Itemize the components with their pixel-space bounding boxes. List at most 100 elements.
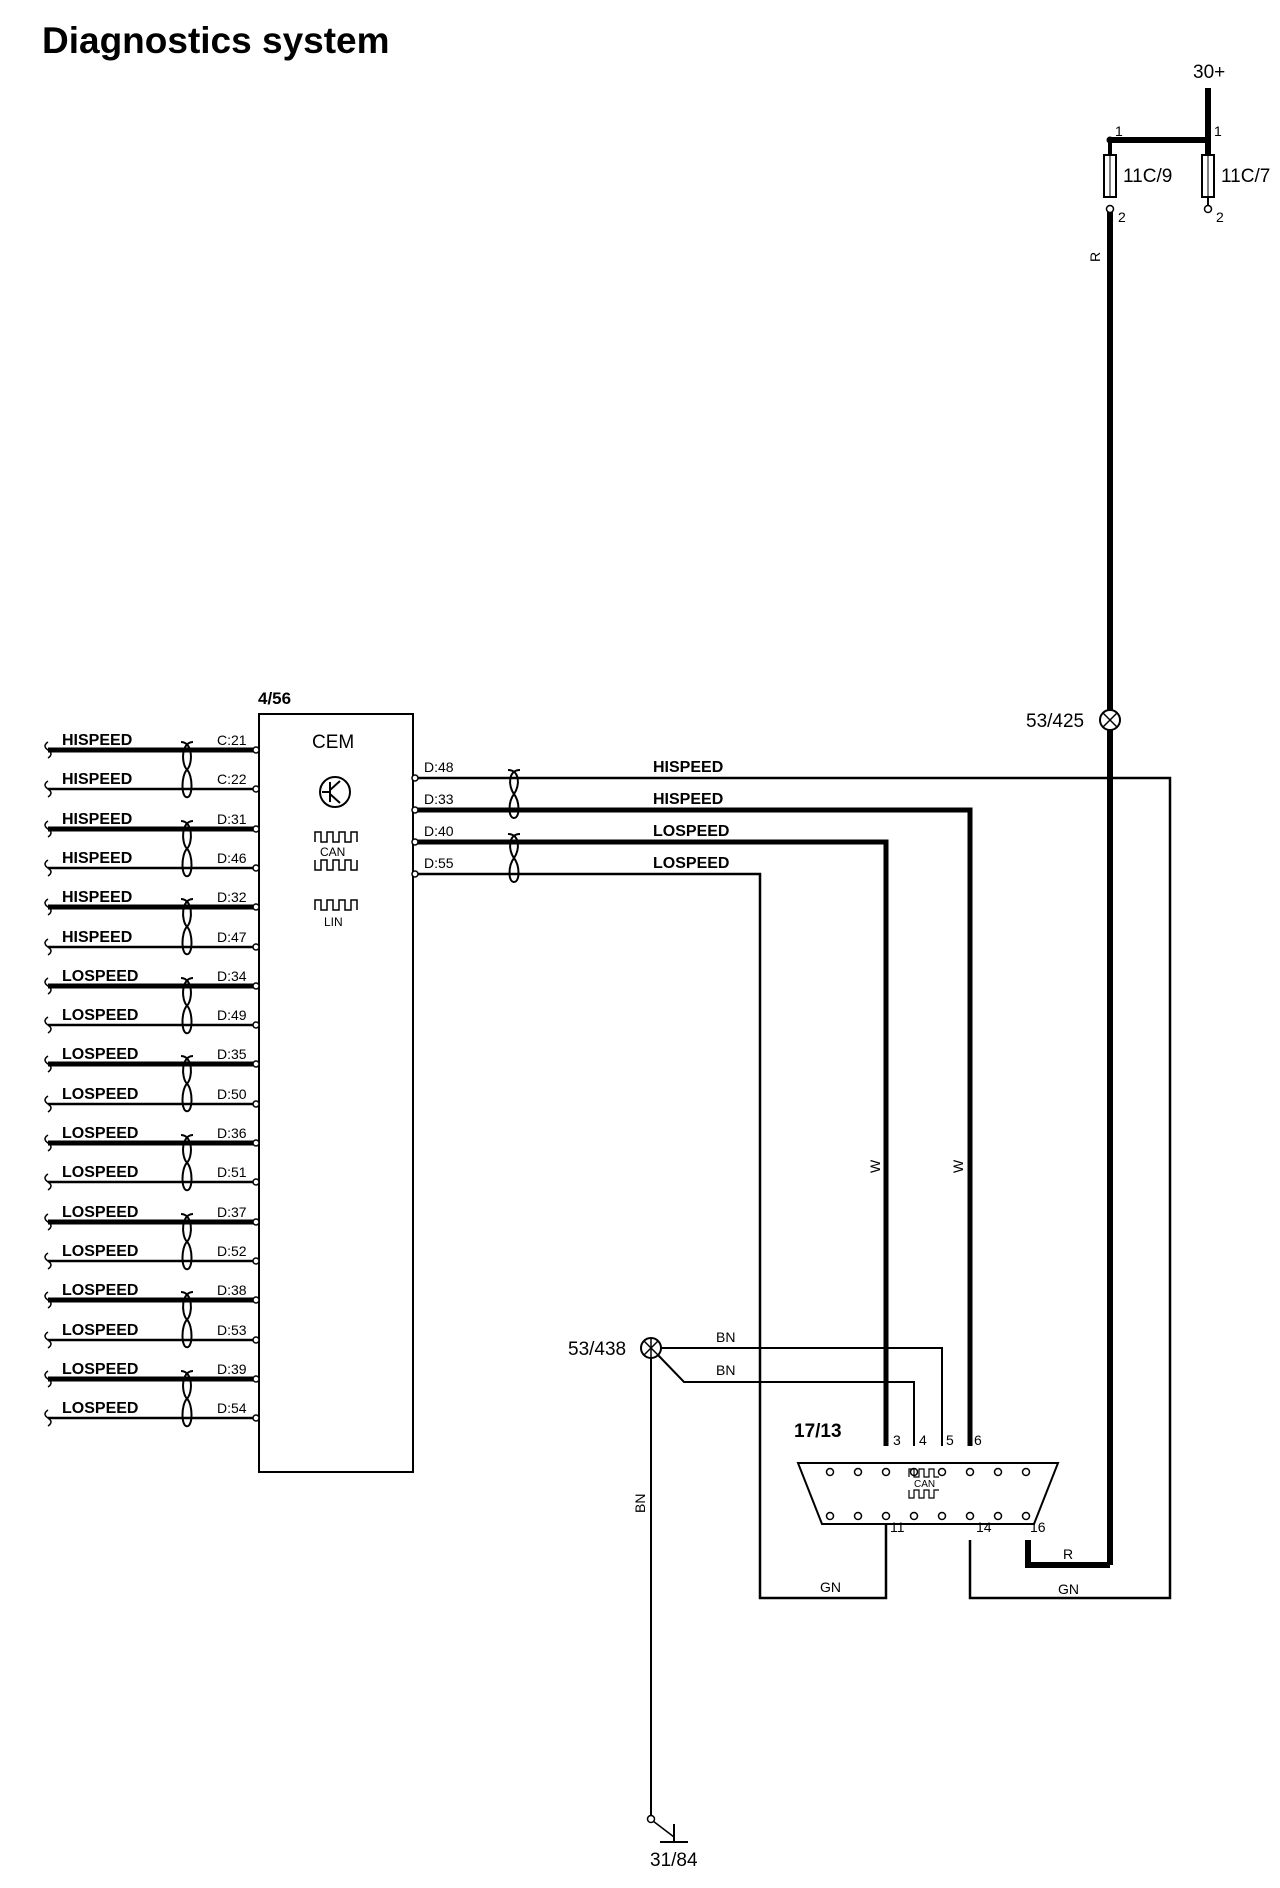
wire-color-bn: BN — [632, 1494, 648, 1513]
bus-label: LOSPEED — [653, 823, 729, 840]
bus-label: HISPEED — [653, 791, 723, 808]
bus-label: LOSPEED — [62, 1125, 138, 1142]
connector-pin — [937, 1467, 947, 1477]
cem-pin-label: D:52 — [217, 1243, 247, 1259]
connector-pin — [965, 1467, 975, 1477]
twisted-pair-symbol — [180, 1213, 194, 1271]
connector-pin — [825, 1511, 835, 1521]
cem-pin-terminal — [252, 1375, 260, 1383]
twisted-pair-symbol — [180, 820, 194, 878]
cem-pin-label: D:38 — [217, 1282, 247, 1298]
cem-pin-terminal — [252, 746, 260, 754]
splice-label: 53/438 — [568, 1339, 626, 1360]
cem-pin-label: D:55 — [424, 855, 454, 871]
connector-pin — [965, 1511, 975, 1521]
connector-pin-number: 6 — [974, 1432, 982, 1448]
hispeed-wire-d33 — [418, 807, 973, 1446]
fuse-pin-bottom: 2 — [1118, 209, 1126, 225]
cem-right-connection: D:55 LOSPEED — [411, 855, 888, 1600]
wire-color-gn: GN — [1058, 1581, 1079, 1597]
twisted-pair-symbol — [507, 769, 521, 819]
bus-label: HISPEED — [62, 732, 132, 749]
cem-right-connection: D:48 HISPEED — [411, 759, 1172, 1600]
splice-cross — [1102, 712, 1118, 728]
cem-right-connection: D:33 HISPEED — [411, 791, 973, 1446]
cem-pin-label: D:36 — [217, 1125, 247, 1141]
connector-pin-number: 3 — [893, 1432, 901, 1448]
connector-pin — [881, 1467, 891, 1477]
cem-lin-label: LIN — [324, 915, 343, 929]
cem-pin-terminal — [252, 1218, 260, 1226]
lin-signal-icon: LIN — [314, 899, 358, 929]
twisted-pair-symbol — [180, 741, 194, 799]
bus-label: HISPEED — [62, 850, 132, 867]
cem-name: CEM — [312, 732, 354, 753]
can-signal-icon: CAN — [314, 831, 358, 871]
bus-label: HISPEED — [62, 771, 132, 788]
cem-pin-terminal — [252, 1021, 260, 1029]
cem-pin-terminal — [252, 903, 260, 911]
bus-label: HISPEED — [62, 889, 132, 906]
splice-53-425: 53/425 — [1026, 709, 1121, 732]
cem-ref: 4/56 — [258, 689, 291, 708]
splice-53-438: 53/438 BN BN BN — [568, 1329, 943, 1815]
bus-label: LOSPEED — [62, 1046, 138, 1063]
cem-pin-label: D:33 — [424, 791, 454, 807]
cem-pin-label: D:54 — [217, 1400, 247, 1416]
cem-pin-terminal — [252, 1336, 260, 1344]
connector-ref: 17/13 — [794, 1421, 842, 1442]
fuse-11c9: 1 2 11C/9 — [1103, 123, 1172, 225]
fuse-label: 11C/9 — [1123, 166, 1172, 187]
fuse-11c7: 1 2 11C/7 — [1201, 123, 1270, 225]
bus-label: LOSPEED — [62, 968, 138, 985]
cem-pin-terminal — [252, 825, 260, 833]
red-wire-color: R — [1087, 252, 1103, 262]
twisted-pair-symbol — [180, 898, 194, 956]
cem-right-connections: D:48 HISPEED D:33 HISPEED D:40 LOSPEED D… — [411, 759, 1172, 1600]
power-supply: 30+ 1 2 11C/9 1 2 11C/7 R R — [1025, 62, 1270, 1568]
cem-pin-label: D:50 — [217, 1086, 247, 1102]
cem-pin-terminal — [252, 1060, 260, 1068]
ground-31-84: 31/84 — [646, 1814, 698, 1871]
cem-pin-terminal — [252, 1139, 260, 1147]
connector-pin — [909, 1511, 919, 1521]
cem-pin-label: D:37 — [217, 1204, 247, 1220]
cem-pin-terminal — [252, 943, 260, 951]
twisted-pair-symbol — [507, 833, 521, 883]
connector-pin — [1021, 1511, 1031, 1521]
cem-pin-terminal — [252, 1257, 260, 1265]
cem-pin-label: D:39 — [217, 1361, 247, 1377]
cem-pin-label: D:40 — [424, 823, 454, 839]
junction-dot — [1106, 136, 1114, 144]
bus-label: LOSPEED — [62, 1007, 138, 1024]
twisted-pair-symbol — [180, 1134, 194, 1192]
cem-pin-terminal — [252, 982, 260, 990]
wire-color-bn: BN — [716, 1329, 735, 1345]
connector-pin-number: 5 — [946, 1432, 954, 1448]
connector-can-icon: CAN — [908, 1468, 939, 1499]
twisted-pair-symbol — [180, 977, 194, 1035]
connector-can-label: CAN — [914, 1479, 935, 1490]
bus-label: LOSPEED — [62, 1361, 138, 1378]
fuse-terminal — [1105, 204, 1115, 214]
cem-pin-label: D:47 — [217, 929, 247, 945]
bus-label: LOSPEED — [62, 1086, 138, 1103]
cem-left-connection: LOSPEED D:39 — [44, 1361, 260, 1388]
connector-pin — [993, 1511, 1003, 1521]
bus-label: HISPEED — [62, 811, 132, 828]
red-wire-to-pin16 — [1025, 1540, 1110, 1568]
fuse-pin-top: 1 — [1214, 123, 1222, 139]
brown-wire-pin5 — [661, 1347, 943, 1446]
cem-pin-label: D:46 — [217, 850, 247, 866]
splice-label: 53/425 — [1026, 711, 1084, 732]
cem-box — [258, 713, 414, 1473]
